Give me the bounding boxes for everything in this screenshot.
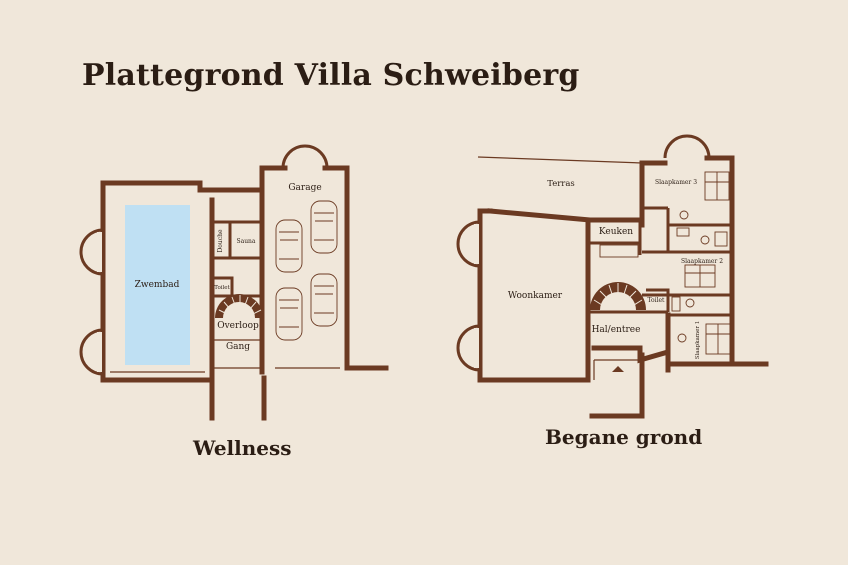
pool [125, 205, 190, 365]
wellness-plan: Zwembad Garage Douche Sauna Toilet Overl… [79, 144, 389, 421]
room-keuken: Keuken [599, 227, 633, 237]
bed-slaapkamer-1 [705, 323, 731, 355]
car-2 [310, 200, 338, 254]
garage-bay [281, 144, 329, 169]
bed-slaapkamer-3 [704, 171, 730, 201]
staircase-wellness [215, 294, 263, 318]
car-4 [310, 273, 338, 327]
staircase-begane [590, 282, 646, 310]
room-gang: Gang [226, 342, 250, 352]
bay-window-top [79, 228, 104, 276]
bed-slaapkamer-2 [684, 264, 716, 288]
begane-outer-wall [477, 208, 591, 383]
caption-wellness: Wellness [193, 436, 292, 460]
begane-grond-plan: Terras Keuken Woonkamer Hal/entree Toile… [456, 134, 769, 419]
bay-window-bottom [79, 328, 104, 376]
room-garage: Garage [288, 183, 321, 193]
room-terras: Terras [547, 179, 575, 189]
room-slaapkamer-2: Slaapkamer 2 [681, 258, 723, 265]
room-zwembad: Zwembad [135, 280, 180, 290]
room-toilet-begane: Toilet [648, 297, 666, 304]
room-overloop: Overloop [217, 321, 259, 331]
page-title: Plattegrond Villa Schweiberg [82, 58, 580, 93]
room-douche: Douche [217, 229, 224, 253]
room-hal-entree: Hal/entree [592, 325, 641, 335]
wellness-outer-wall [100, 180, 215, 421]
room-slaapkamer-3: Slaapkamer 3 [655, 179, 697, 186]
room-sauna: Sauna [237, 238, 256, 245]
room-woonkamer: Woonkamer [508, 291, 563, 301]
car-3 [275, 287, 303, 341]
caption-begane-grond: Begane grond [545, 425, 703, 449]
room-slaapkamer-1: Slaapkamer 1 [695, 321, 701, 360]
room-toilet-wellness: Toilet [214, 285, 230, 291]
car-1 [275, 219, 303, 273]
